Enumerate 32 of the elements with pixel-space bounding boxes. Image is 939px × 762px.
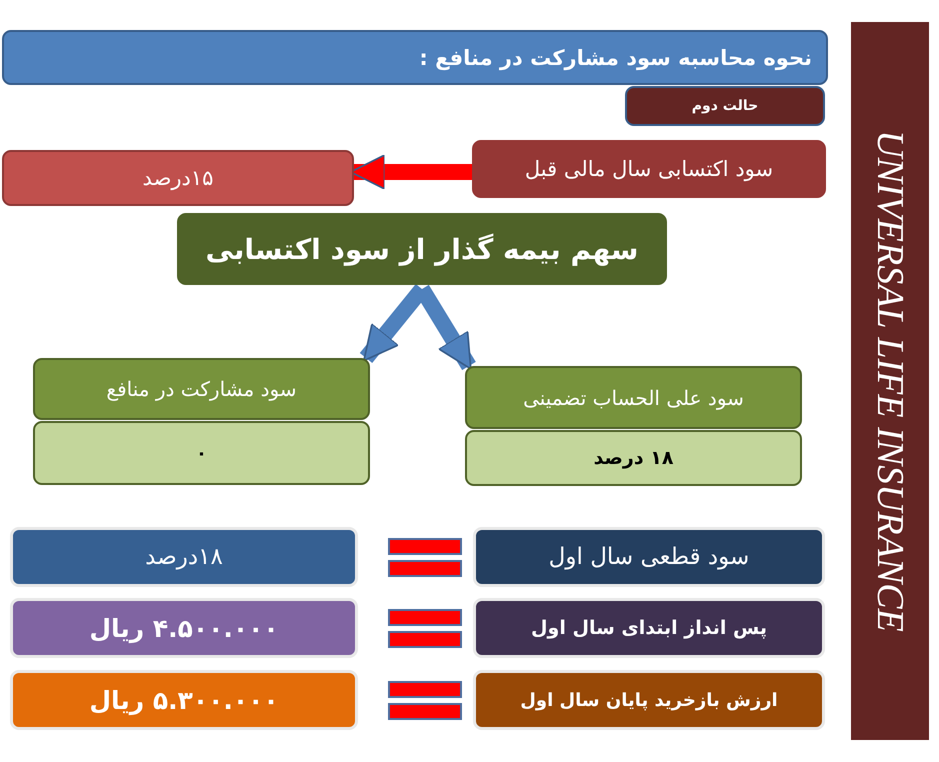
process-box bbox=[473, 670, 825, 730]
box-text: سود قطعی سال اول bbox=[548, 544, 750, 570]
box-text: ۵.۳۰۰.۰۰۰ ریال bbox=[89, 686, 279, 714]
process-box bbox=[2, 150, 354, 206]
process-box bbox=[10, 527, 358, 587]
box-text: نحوه محاسبه سود مشارکت در منافع : bbox=[419, 46, 812, 70]
title-bar bbox=[2, 30, 828, 85]
box-text: حالت دوم bbox=[692, 98, 758, 114]
box-text: ۱۸ درصد bbox=[594, 447, 674, 469]
process-box bbox=[33, 358, 370, 420]
box-text: سود اکتسابی سال مالی قبل bbox=[524, 157, 774, 181]
box-text: ۴.۵۰۰.۰۰۰ ریال bbox=[89, 614, 279, 642]
process-box bbox=[177, 213, 667, 285]
box-text: ۱۸درصد bbox=[145, 544, 223, 570]
process-box bbox=[473, 527, 825, 587]
box-text: سود مشارکت در منافع bbox=[106, 377, 297, 401]
box-text: ارزش بازخرید پایان سال اول bbox=[520, 690, 778, 710]
box-text: ۰ bbox=[196, 442, 207, 464]
vertical-title: UNIVERSAL LIFE INSURANCE bbox=[868, 130, 912, 632]
process-box bbox=[472, 140, 826, 198]
process-box bbox=[33, 421, 370, 485]
box-text: سهم بیمه گذار از سود اکتسابی bbox=[206, 232, 638, 266]
box-text: سود علی الحساب تضمینی bbox=[523, 386, 744, 410]
process-box bbox=[10, 670, 358, 730]
side-band bbox=[851, 22, 929, 740]
box-text: ۱۵درصد bbox=[142, 166, 214, 190]
process-box bbox=[473, 598, 825, 658]
case-tag bbox=[625, 86, 825, 126]
process-box bbox=[465, 430, 802, 486]
process-box bbox=[10, 598, 358, 658]
box-text: پس انداز ابتدای سال اول bbox=[531, 617, 767, 639]
process-box bbox=[465, 366, 802, 429]
